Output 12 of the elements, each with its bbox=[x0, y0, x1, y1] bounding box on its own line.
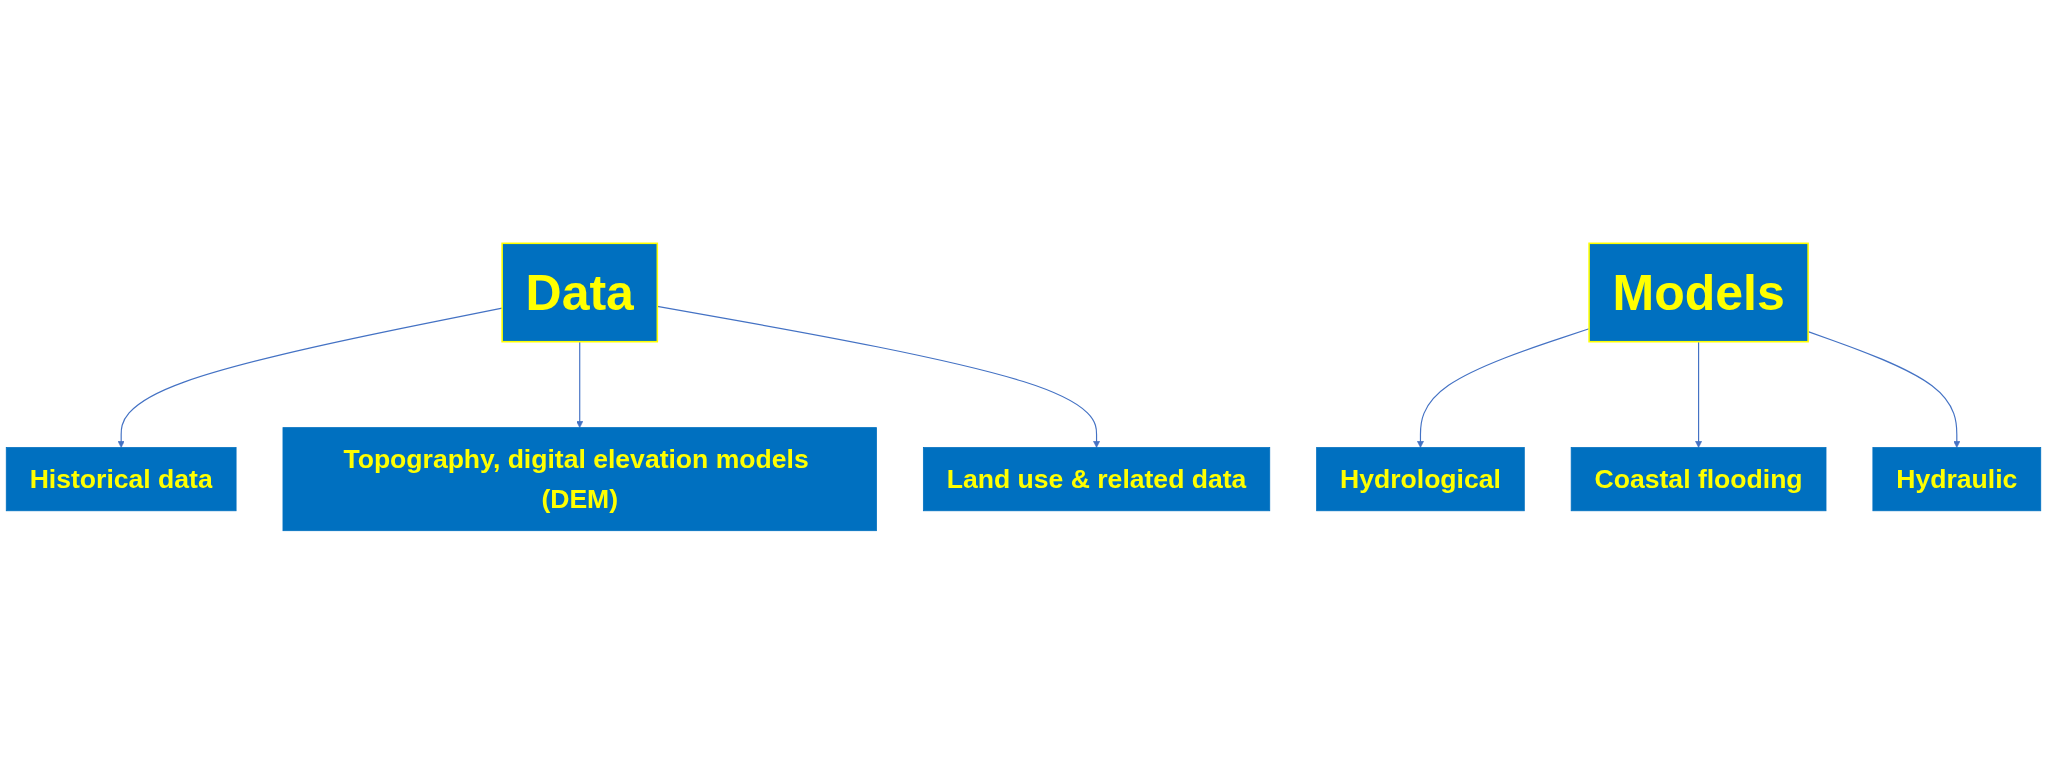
node-box: Hydraulic bbox=[1872, 447, 2042, 512]
node-box: Coastal flooding bbox=[1570, 447, 1827, 512]
node-box: Data bbox=[501, 242, 659, 343]
arrow bbox=[1695, 341, 1703, 448]
node-box: Hydrological bbox=[1316, 447, 1525, 512]
arrow bbox=[1417, 328, 1590, 448]
node-box: Models bbox=[1588, 242, 1809, 343]
node-box: Historical data bbox=[5, 447, 237, 512]
arrow bbox=[117, 307, 503, 448]
node-box: Topography, digital elevation models (DEM) bbox=[282, 427, 877, 532]
arrow bbox=[576, 341, 584, 428]
node-box: Land use & related data bbox=[922, 447, 1271, 512]
